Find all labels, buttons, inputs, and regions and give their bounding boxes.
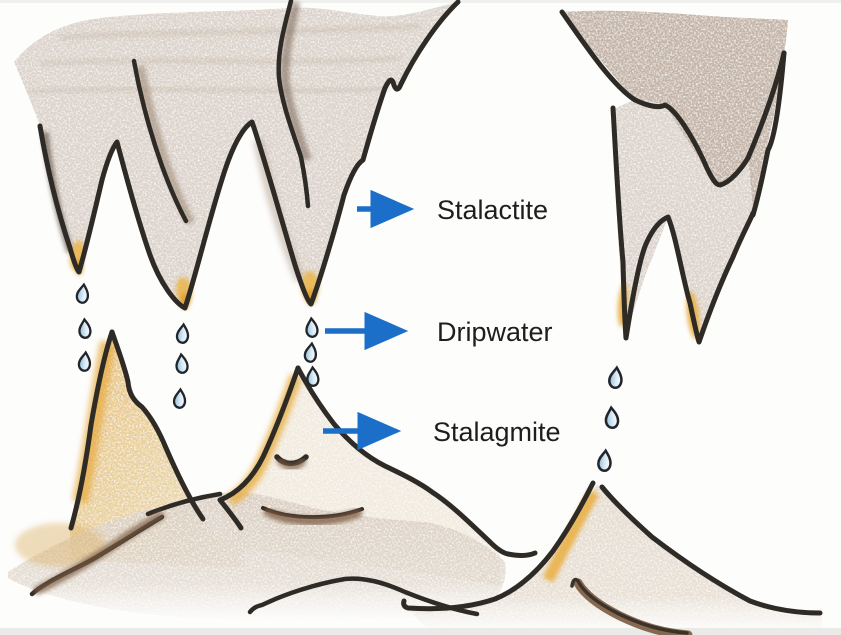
stalagmite-middle-outline bbox=[295, 365, 538, 558]
dripwater-annotation: Dripwater bbox=[325, 311, 553, 351]
shadow-stripe bbox=[135, 65, 195, 226]
mound-crease-edge bbox=[570, 577, 689, 635]
floor-line bbox=[247, 576, 480, 617]
frown-shadow bbox=[276, 457, 307, 471]
ceiling-right-swoop bbox=[559, 9, 787, 188]
ceiling-crease bbox=[131, 58, 189, 224]
shadow-stripe bbox=[280, 1, 312, 162]
stalagmite-yellow-band bbox=[542, 489, 600, 583]
floor-crease-shadow bbox=[33, 511, 165, 595]
floor-crease-shadow bbox=[263, 507, 363, 526]
ceiling-left-outline bbox=[37, 0, 461, 311]
scan-edge-bottom bbox=[0, 628, 841, 635]
scan-edge-top bbox=[0, 0, 841, 3]
stalagmite-right-outline bbox=[599, 484, 823, 616]
stalagmite-label: Stalagmite bbox=[433, 417, 561, 447]
dripwater-label: Dripwater bbox=[437, 317, 553, 347]
stalagmite-left-outline bbox=[68, 329, 115, 531]
brown-crease-layer bbox=[33, 457, 693, 635]
floor-left-fill bbox=[8, 492, 506, 622]
stalactite-annotation: Stalactite bbox=[357, 189, 548, 229]
pencil-streak bbox=[29, 86, 391, 94]
annotation-layer: Stalactite Dripwater Stalagmite bbox=[323, 189, 561, 451]
ceiling-left-fill bbox=[14, 2, 458, 308]
pencil-streak bbox=[39, 56, 401, 66]
stalagmite-left-outline bbox=[109, 329, 206, 522]
ceiling-right-outline bbox=[610, 105, 756, 345]
pencil-streak bbox=[59, 24, 421, 40]
stalagmite-middle-outline bbox=[217, 365, 301, 531]
floor-line bbox=[145, 491, 223, 517]
ceiling-right-edge bbox=[750, 50, 787, 218]
stalagmite-right-outline bbox=[401, 480, 596, 612]
ceiling-crease bbox=[276, 0, 311, 209]
floor-right-fill bbox=[408, 484, 822, 632]
floor-ochre-patch bbox=[15, 523, 105, 567]
stalagmite-left-fill bbox=[70, 332, 244, 568]
stalactite-label: Stalactite bbox=[437, 195, 548, 225]
stalagmite-annotation: Stalagmite bbox=[323, 411, 561, 451]
ink-outline-layer bbox=[29, 0, 823, 617]
